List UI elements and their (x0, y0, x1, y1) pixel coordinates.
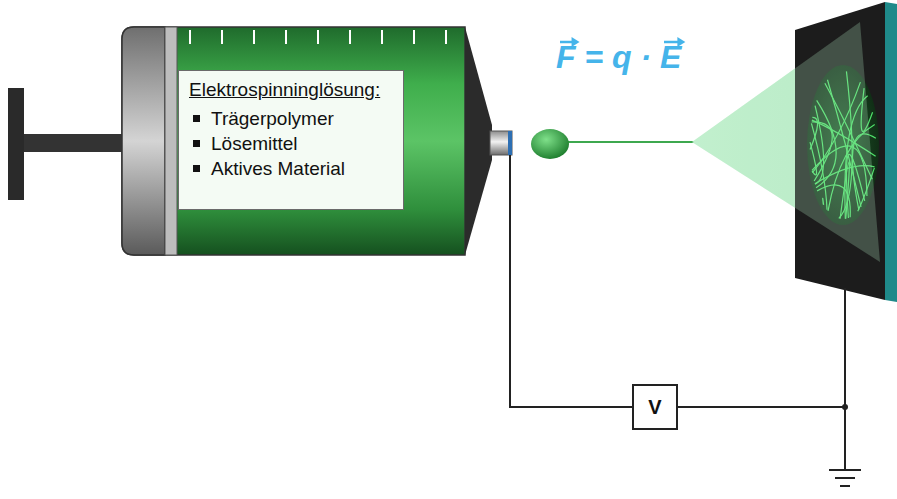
syringe-cap (122, 27, 165, 255)
junction-dot (842, 404, 848, 410)
syringe-tip (465, 27, 492, 255)
list-item: Aktives Material (189, 156, 393, 181)
solution-box: Elektrospinninglösung: TrägerpolymerLösem… (178, 70, 404, 210)
heading: Elektrospinninglösung: (189, 77, 393, 102)
needle-tip (508, 131, 512, 155)
plunger-rod (24, 134, 128, 152)
plunger-seal (165, 27, 177, 255)
wire (510, 155, 632, 407)
wire (844, 288, 846, 470)
force-formula: F = q · E (556, 38, 681, 76)
voltage-label: V (648, 396, 661, 419)
list-item: Lösemittel (189, 131, 393, 156)
syringe-barrel (122, 27, 465, 255)
ground-symbol (829, 470, 861, 486)
bullet (193, 165, 200, 172)
whipping-cone (692, 22, 880, 262)
collector-edge (885, 2, 897, 302)
scale-ticks (190, 30, 446, 44)
vector-arrow (560, 37, 580, 47)
vector-arrow (664, 37, 685, 47)
list-item: Trägerpolymer (189, 106, 393, 131)
fiber-jet (565, 141, 694, 143)
bullet (193, 140, 200, 147)
bullet (193, 115, 200, 122)
cone-overlay (692, 22, 880, 262)
wire (678, 406, 845, 408)
needle (490, 131, 512, 155)
voltage-source: V (632, 384, 678, 430)
plunger-handle (8, 88, 24, 200)
taylor-droplet (531, 129, 569, 159)
